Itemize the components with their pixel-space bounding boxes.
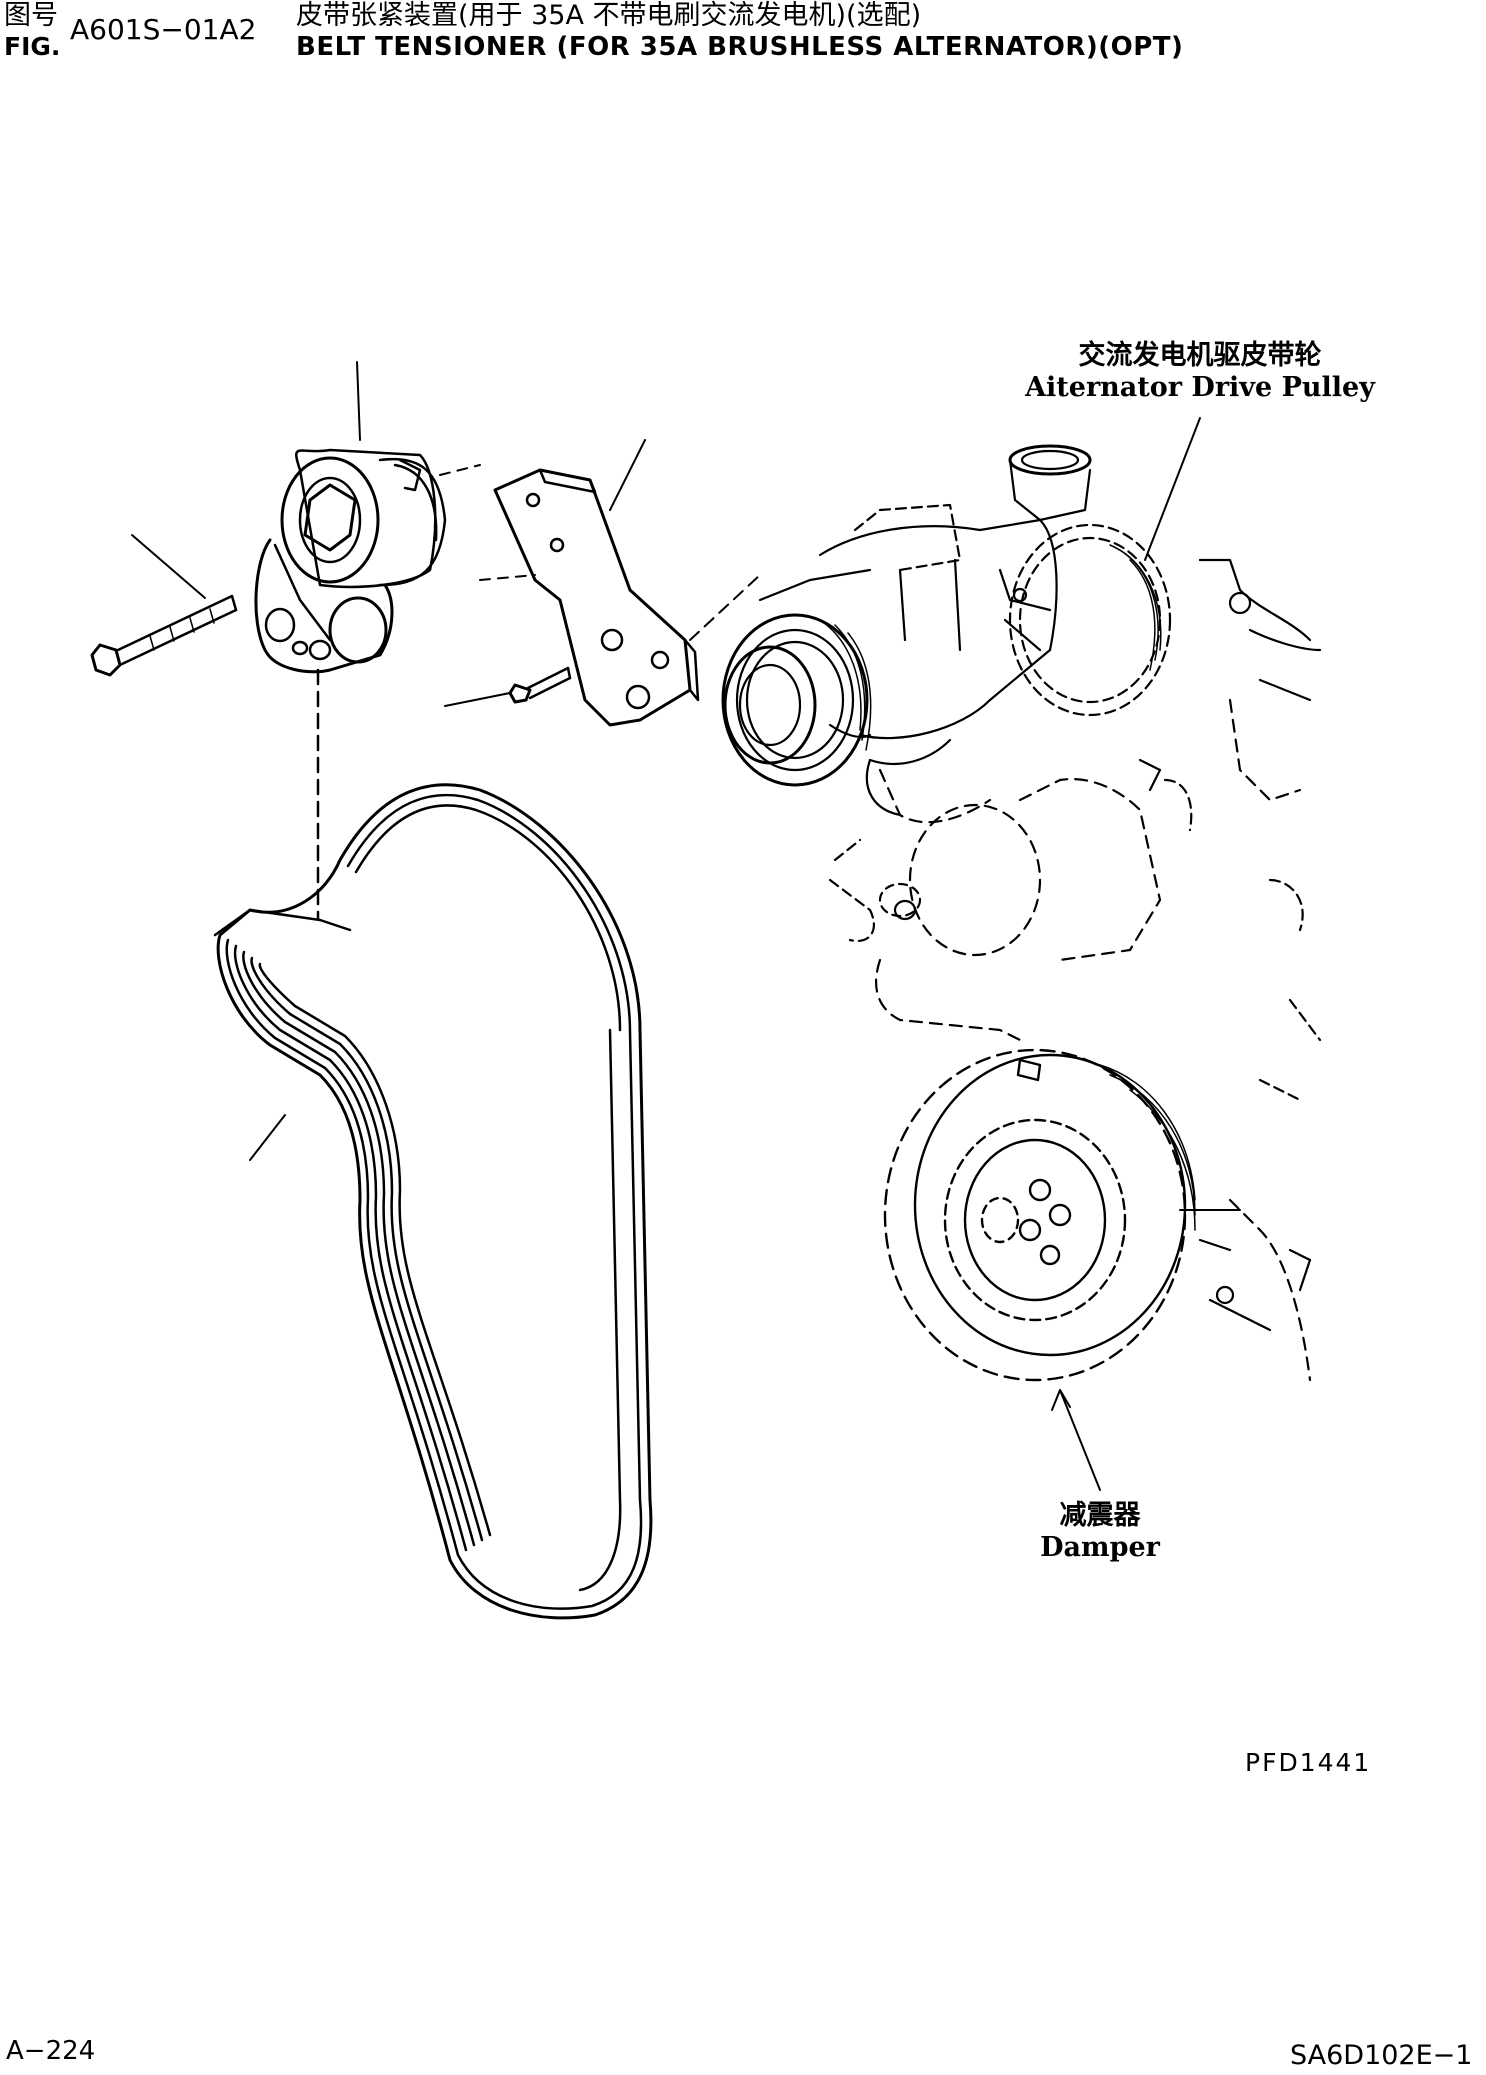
engine-model-code: SA6D102E−1 <box>1290 2040 1473 2071</box>
damper-label-cn: 减震器 <box>1059 1500 1141 1531</box>
alternator-drive-pulley-label: Aiternator Drive Pulley <box>1025 372 1375 404</box>
fig-label-chinese: 图号 <box>4 0 58 31</box>
alternator-pulley-leader <box>1144 417 1201 561</box>
title-chinese: 皮带张紧装置(用于 35A 不带电刷交流发电机)(选配) <box>296 0 922 31</box>
damper <box>883 1048 1241 1382</box>
tensioner-bolt <box>90 534 238 677</box>
damper-callout: 减震器 Damper <box>990 1500 1210 1565</box>
damper-arrowhead <box>1051 1389 1071 1411</box>
tensioner-assembly <box>254 361 447 674</box>
illustration-code: PFD1441 <box>1245 1748 1372 1777</box>
title-english: BELT TENSIONER (FOR 35A BRUSHLESS ALTERN… <box>296 32 1184 62</box>
mounting-bracket <box>439 439 761 727</box>
damper-label: Damper <box>1040 1532 1160 1564</box>
damper-leader <box>1059 1389 1101 1491</box>
alternator-drive-pulley-label-cn: 交流发电机驱皮带轮 <box>1078 340 1322 371</box>
bracket-bolt <box>444 666 572 707</box>
engine-front <box>721 444 1322 1382</box>
alternator-drive-pulley-callout: 交流发电机驱皮带轮 Aiternator Drive Pulley <box>1010 340 1390 405</box>
page-number: A−224 <box>6 2036 96 2066</box>
drive-belt <box>213 783 653 1620</box>
fig-label: FIG. <box>4 32 61 61</box>
figure-number: A601S−01A2 <box>70 13 257 46</box>
